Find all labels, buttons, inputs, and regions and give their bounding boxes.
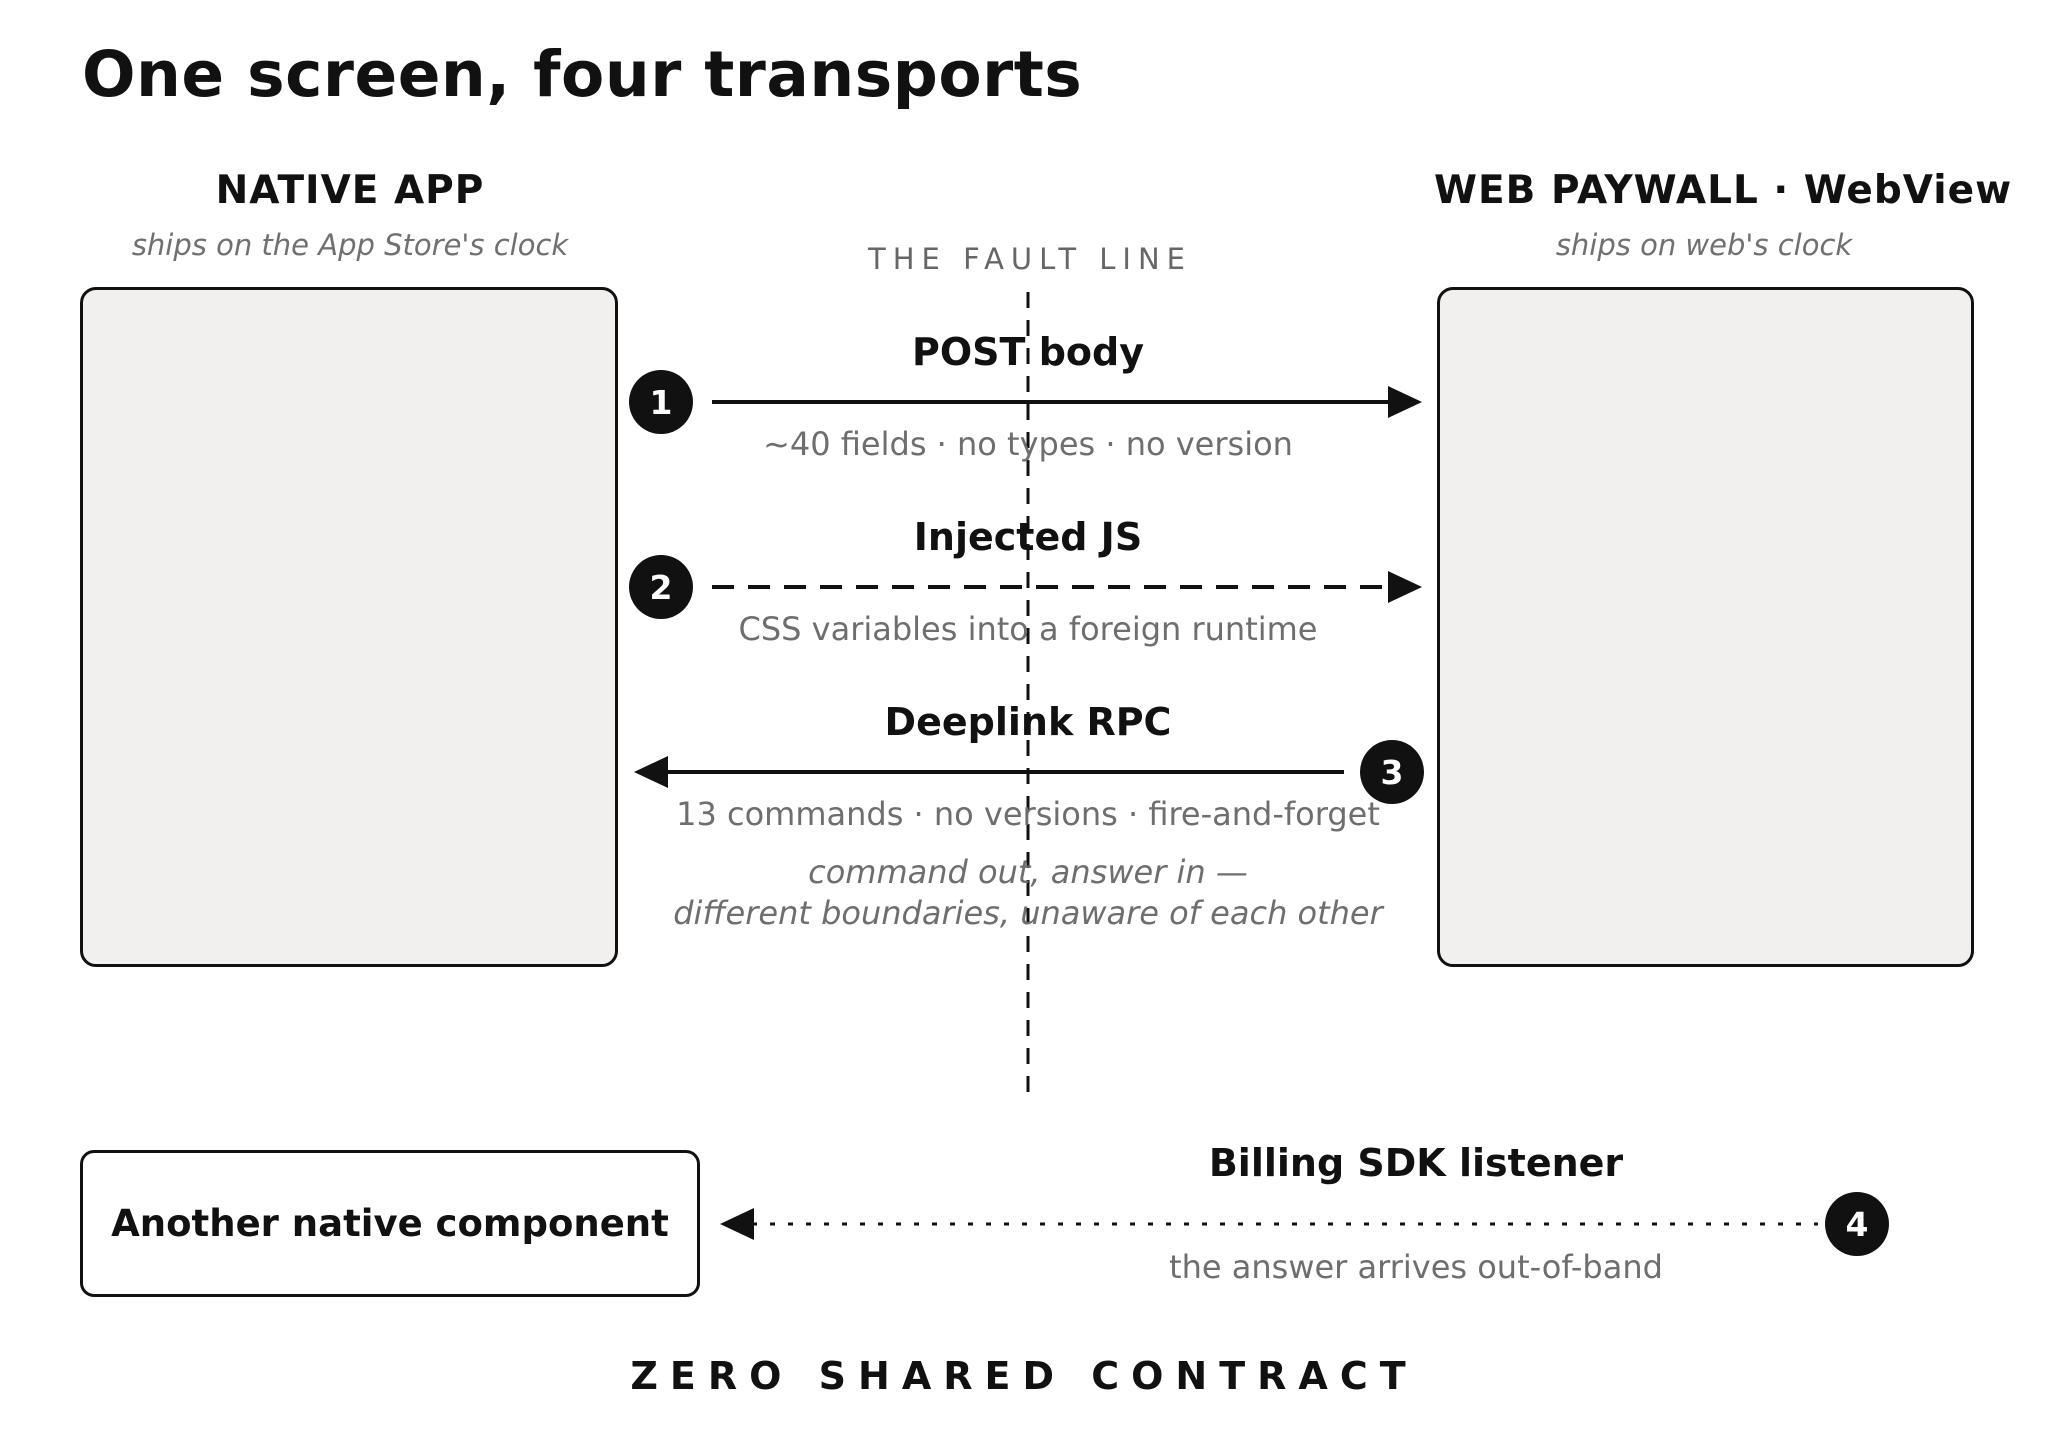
transport-1-badge: 1 xyxy=(629,370,693,434)
billing-sdk-arrowhead xyxy=(720,1208,754,1240)
native-app-subheading: ships on the App Store's clock xyxy=(131,228,569,262)
transport-2-label: Injected JS xyxy=(913,515,1143,559)
transport-4-note: the answer arrives out-of-band xyxy=(1169,1248,1663,1286)
footer-caption: ZERO SHARED CONTRACT xyxy=(630,1354,1418,1398)
transport-1-note: ~40 fields · no types · no version xyxy=(763,425,1293,463)
native-app-heading: NATIVE APP xyxy=(215,168,485,213)
transport-4-badge: 4 xyxy=(1825,1192,1889,1256)
native-app-panel xyxy=(80,287,618,967)
injected-js-arrowhead xyxy=(1388,571,1422,603)
other-native-component-box: Another native component xyxy=(80,1150,700,1297)
post-body-arrowhead xyxy=(1388,386,1422,418)
web-paywall-panel xyxy=(1437,287,1974,967)
transport-1-label: POST body xyxy=(912,330,1144,374)
transport-4-label: Billing SDK listener xyxy=(1208,1141,1624,1185)
transport-3-note: 13 commands · no versions · fire-and-for… xyxy=(676,795,1380,833)
transport-3-label: Deeplink RPC xyxy=(884,700,1172,744)
web-paywall-heading: WEB PAYWALL · WebView xyxy=(1434,168,2013,213)
boundary-note-line2: different boundaries, unaware of each ot… xyxy=(673,894,1383,932)
transport-2-note: CSS variables into a foreign runtime xyxy=(738,610,1318,648)
deeplink-rpc-arrowhead xyxy=(634,756,668,788)
page-title: One screen, four transports xyxy=(82,38,1083,111)
transport-2-badge: 2 xyxy=(629,555,693,619)
web-paywall-subheading: ships on web's clock xyxy=(1555,228,1853,262)
boundary-note-line1: command out, answer in — xyxy=(808,853,1248,891)
transport-3-badge: 3 xyxy=(1360,740,1424,804)
fault-line-label: THE FAULT LINE xyxy=(868,242,1192,276)
